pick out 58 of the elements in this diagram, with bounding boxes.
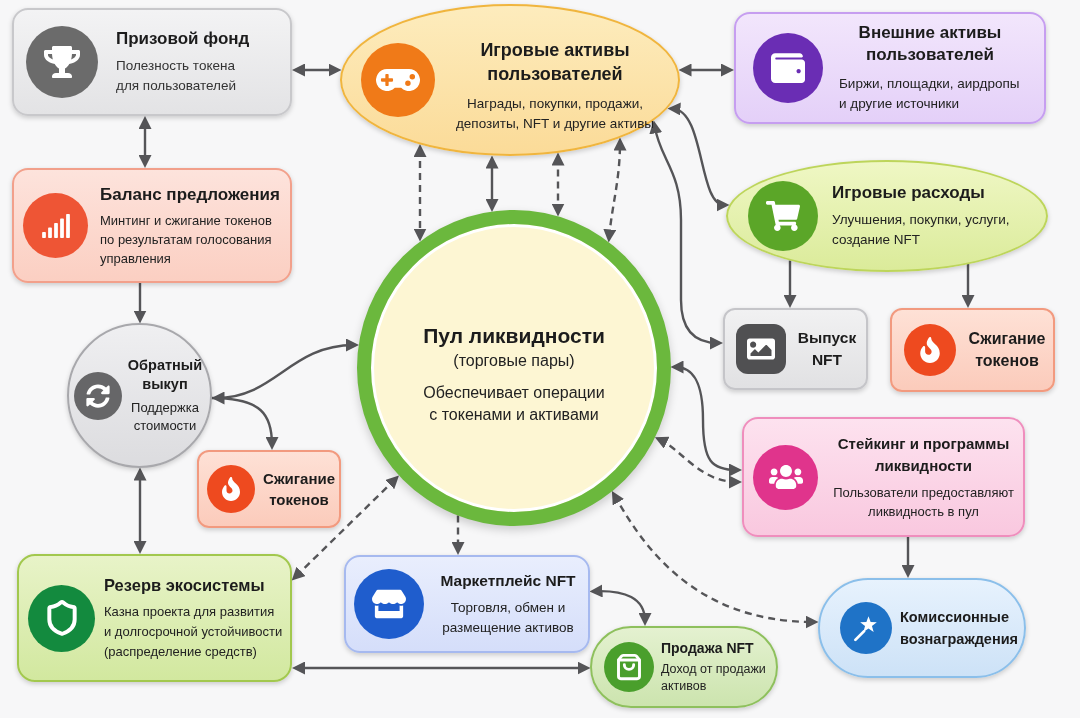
node-description: Торговля, обмен и размещение активов [441,599,575,637]
dashed-double-arrow [291,475,399,581]
info-card [734,12,1046,124]
node-description: Обеспечивает операции с токенами и активами [422,383,606,425]
node-description: Награды, покупки, продажи, депозиты, NFT и другие активы [454,95,656,133]
arrow [133,283,147,324]
double-arrow [678,63,734,77]
node-description: Полезность токена для пользователей [116,57,238,95]
double-arrow [138,116,152,168]
double-arrow [649,120,723,350]
node-title: Игровые расходы [832,182,985,204]
node-description: Минтинг и сжигание токенов по результатам голосования управления [100,211,273,268]
double-arrow [670,361,742,477]
node-title: Стейкинг и программы ликвидности [836,434,1011,476]
info-card [197,450,341,528]
info-card [12,8,292,116]
info-card [12,168,292,283]
node-title: Призовой фонд [116,28,250,50]
node-description: Казна проекта для развития и долгосрочной устойчивости (распределение средств) [104,603,284,661]
node-title: Выпуск NFT [796,328,858,370]
double-arrow [485,155,499,212]
node-title: Баланс предложения [100,183,280,206]
double-arrow [292,63,342,77]
node-title: Комиссионные вознаграждения [900,608,1020,649]
node-title: Сжигание токенов [967,329,1047,371]
arrow [211,396,279,450]
node-title: Резерв экосистемы [104,575,265,596]
dashed-double-arrow [413,144,427,242]
node-description: Поддержка стоимости [130,399,200,435]
node-title: Сжигание токенов [261,469,337,510]
node-description: Пользователи предоставляют ликвидность в пул [832,484,1015,521]
pill-node [818,578,1026,678]
info-card [890,308,1055,392]
pill-node [590,626,778,708]
node-title: Маркетплейс NFT [440,571,576,591]
node-title: Внешние активы пользователей [857,22,1003,66]
node-title: Обратный выкуп [126,356,204,394]
info-card [17,554,292,682]
node-title: Пул ликвидности [423,323,605,349]
node-title: Игровые активы пользователей [479,39,631,86]
double-arrow [133,467,147,554]
arrow [901,537,915,578]
dashed-double-arrow [611,491,819,629]
double-arrow [589,584,651,626]
node-description: Доход от продажи активов [661,661,767,695]
info-card [742,417,1025,537]
node-description: Улучшения, покупки, услуги, создание NFT [832,211,1011,249]
dashed-double-arrow [603,137,627,243]
info-card [723,308,868,390]
info-card [344,555,590,653]
dashed-double-arrow [655,436,742,488]
double-arrow [292,661,591,675]
node-title: Продажа NFT [661,639,754,658]
arrow [783,260,797,308]
node-description: Биржи, площадки, аирдропы и другие источники [839,75,1021,113]
dashed-arrow [451,515,465,555]
arrow [961,264,975,308]
node-subtitle: (торговые пары) [453,351,575,371]
